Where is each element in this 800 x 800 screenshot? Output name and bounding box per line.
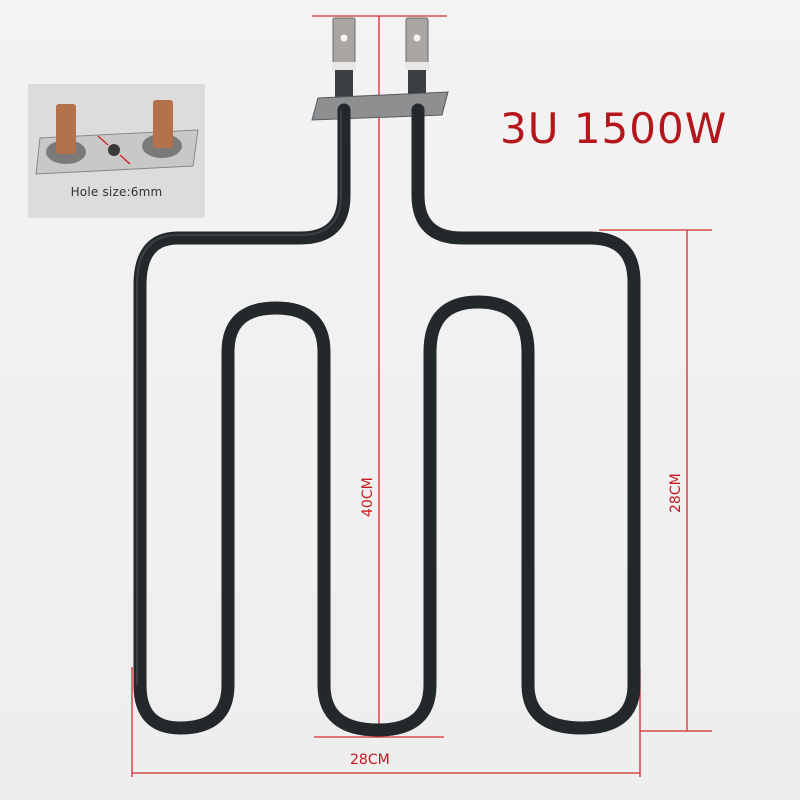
dimension-lines xyxy=(131,15,712,777)
right-stem xyxy=(408,70,426,98)
closeup-mount-hole xyxy=(108,144,120,156)
hole-size-inset: Hole size:6mm xyxy=(28,84,205,218)
width-label: 28CM xyxy=(350,752,390,768)
right-terminal-hole xyxy=(413,34,421,42)
right-insulator xyxy=(405,62,429,70)
terminals xyxy=(332,17,429,98)
hole-arrow-left xyxy=(97,135,109,146)
left-terminal-tab xyxy=(332,17,356,67)
left-insulator xyxy=(332,62,356,70)
mounting-bracket xyxy=(311,91,449,121)
heating-coil xyxy=(133,103,641,737)
terminal-closeup-illustration xyxy=(35,100,199,175)
heating-coil-highlight xyxy=(136,110,342,685)
left-terminal-hole xyxy=(340,34,348,42)
closeup-left-terminal xyxy=(56,104,76,154)
closeup-right-terminal xyxy=(153,100,173,148)
hole-arrow-right xyxy=(119,154,131,165)
right-terminal-tab xyxy=(405,17,429,67)
total-height-label: 40CM xyxy=(360,477,376,517)
left-stem xyxy=(335,70,353,98)
hole-size-caption: Hole size:6mm xyxy=(70,185,163,199)
product-title: 3U 1500W xyxy=(500,104,728,153)
side-height-label: 28CM xyxy=(668,473,684,513)
